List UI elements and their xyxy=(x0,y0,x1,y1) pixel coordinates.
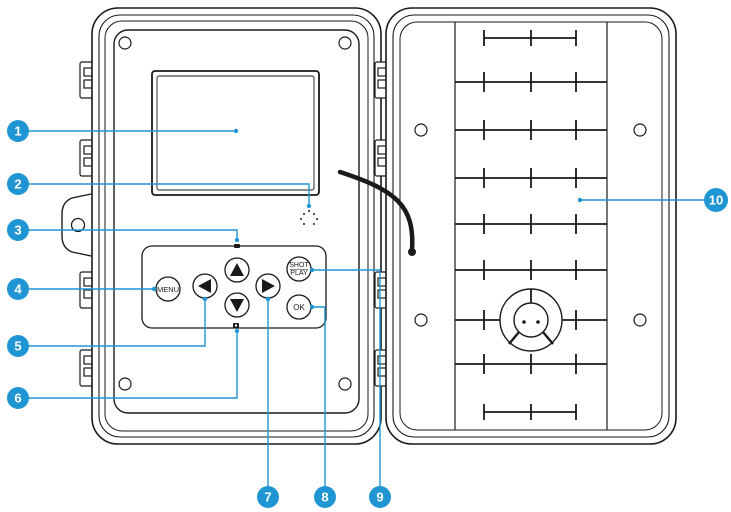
video-mode-icon xyxy=(234,244,240,248)
callout-number: 8 xyxy=(321,490,328,505)
callout-leader-lines xyxy=(28,130,704,488)
callout-badge-8: 8 xyxy=(314,486,336,508)
callout-badge-9: 9 xyxy=(369,486,391,508)
callout-number: 10 xyxy=(709,193,723,208)
strap-ear xyxy=(61,192,97,258)
left-button[interactable] xyxy=(192,273,218,299)
down-button[interactable] xyxy=(224,292,250,318)
callout-number: 3 xyxy=(14,223,21,238)
callout-number: 5 xyxy=(14,339,21,354)
callout-badge-10: 10 xyxy=(704,188,728,212)
callout-badge-4: 4 xyxy=(7,278,29,300)
up-arrow-icon xyxy=(230,263,244,276)
callout-badge-3: 3 xyxy=(7,219,29,241)
ok-button[interactable]: OK xyxy=(286,294,312,320)
shot-label: SHOT xyxy=(289,262,309,269)
callout-number: 2 xyxy=(14,177,21,192)
down-arrow-icon xyxy=(230,299,244,312)
connecting-cable xyxy=(337,169,416,256)
callout-number: 7 xyxy=(264,490,271,505)
callout-number: 1 xyxy=(14,124,21,139)
callout-badge-6: 6 xyxy=(7,387,29,409)
power-socket xyxy=(499,288,563,352)
callout-badge-1: 1 xyxy=(7,120,29,142)
left-arrow-icon xyxy=(198,279,211,293)
play-label: PLAY xyxy=(290,270,308,277)
callout-number: 4 xyxy=(14,282,22,297)
shot-play-button[interactable]: SHOT PLAY xyxy=(286,256,312,282)
ok-button-label: OK xyxy=(293,303,305,312)
callout-badge-7: 7 xyxy=(257,486,279,508)
callout-badge-2: 2 xyxy=(7,173,29,195)
callout-target-dots xyxy=(151,128,583,334)
right-arrow-icon xyxy=(262,279,275,293)
right-button[interactable] xyxy=(255,273,281,299)
microphone-dots xyxy=(300,210,318,225)
callout-badge-5: 5 xyxy=(7,335,29,357)
battery-compartment xyxy=(454,22,608,430)
callout-number: 9 xyxy=(376,490,383,505)
callout-number: 6 xyxy=(14,391,21,406)
up-button[interactable] xyxy=(224,257,250,283)
menu-button-label: MENU xyxy=(157,285,179,294)
photo-mode-icon xyxy=(233,323,239,328)
menu-button[interactable]: MENU xyxy=(155,276,181,302)
